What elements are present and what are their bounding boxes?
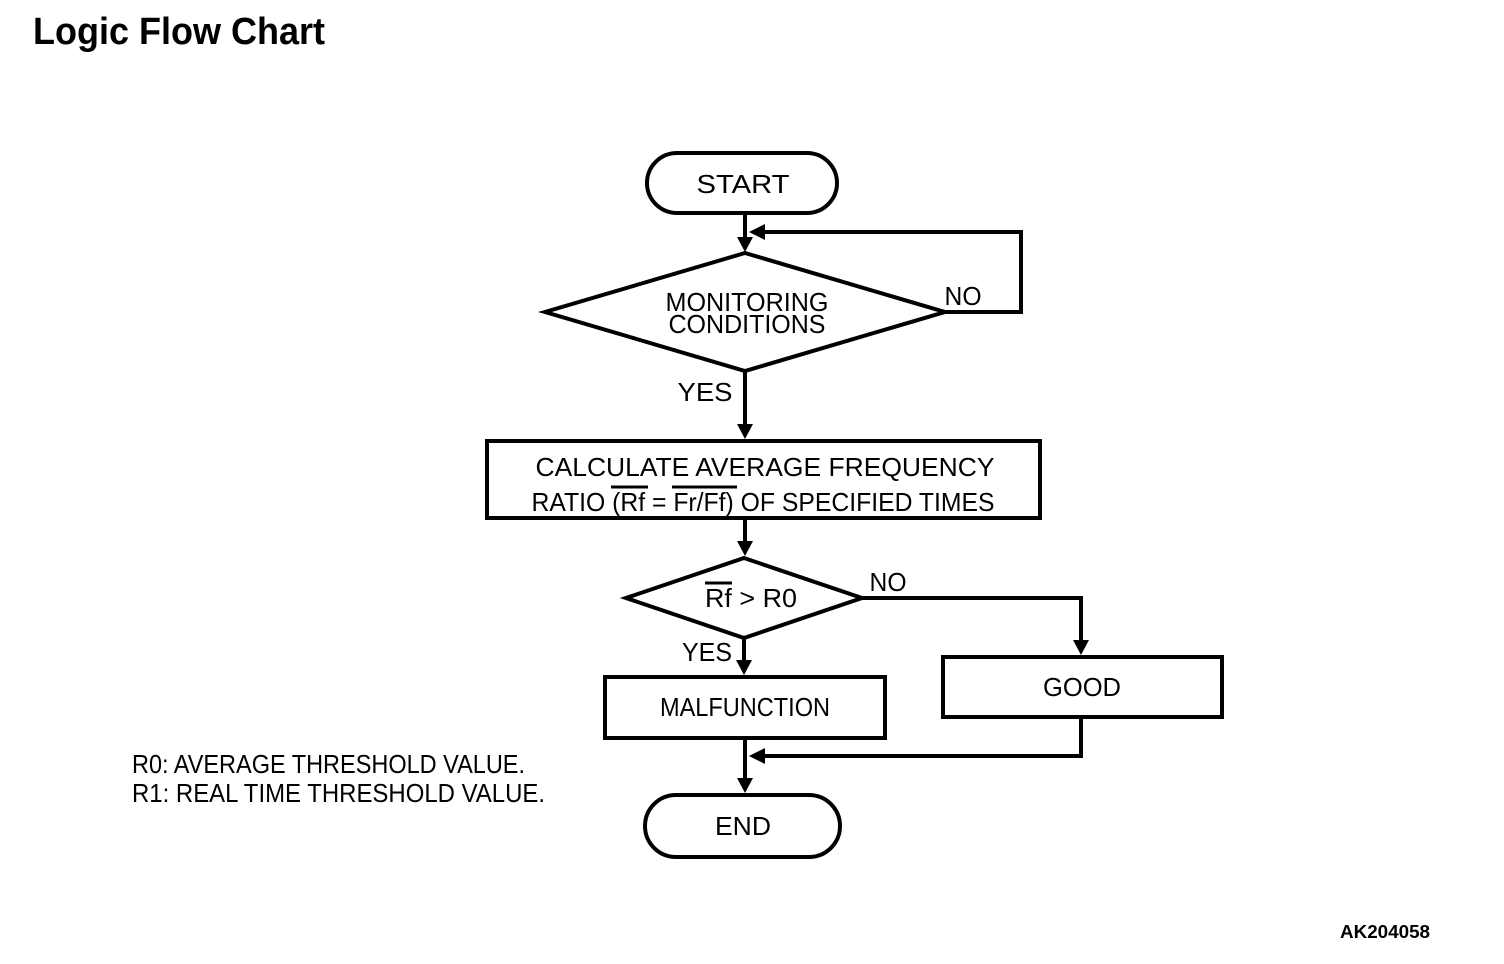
arrowhead-loop-left bbox=[749, 224, 765, 240]
malfunction-result-shape bbox=[603, 675, 887, 740]
figure-code: AK204058 bbox=[1340, 922, 1430, 942]
monitoring-yes-label: YES bbox=[678, 377, 733, 407]
connector-good-to-merge bbox=[763, 717, 1083, 758]
start-node-shape bbox=[645, 151, 839, 215]
monitoring-no-label: NO bbox=[945, 281, 982, 311]
threshold-decision-label: Rf > R0 bbox=[705, 583, 797, 613]
calculate-process-line2: RATIO (Rf = Fr/Ff) OF SPECIFIED TIMES bbox=[532, 487, 995, 517]
malfunction-result-label: MALFUNCTION bbox=[660, 692, 830, 722]
arrowhead-merge-left bbox=[749, 748, 765, 764]
connector-decision1-no-loop bbox=[763, 230, 1023, 314]
monitoring-decision-shape bbox=[537, 250, 953, 374]
start-node-label: START bbox=[697, 169, 790, 199]
connector-decision2-no bbox=[862, 596, 1083, 642]
arrowhead-into-end bbox=[737, 778, 753, 793]
arrowhead-into-process bbox=[737, 424, 753, 439]
end-node-label: END bbox=[715, 811, 771, 841]
threshold-no-label: NO bbox=[870, 567, 907, 597]
arrowhead-into-good bbox=[1073, 640, 1089, 655]
end-node-shape bbox=[643, 793, 842, 859]
monitoring-decision-line2: CONDITIONS bbox=[669, 309, 826, 339]
note-r1: R1: REAL TIME THRESHOLD VALUE. bbox=[132, 778, 545, 808]
calculate-process-shape bbox=[485, 439, 1042, 520]
note-r0: R0: AVERAGE THRESHOLD VALUE. bbox=[132, 749, 525, 779]
page-title: Logic Flow Chart bbox=[33, 11, 325, 53]
calculate-process-line1: CALCULATE AVERAGE FREQUENCY bbox=[536, 452, 995, 482]
arrowhead-into-decision1 bbox=[737, 237, 753, 252]
arrowhead-into-malfunction bbox=[736, 660, 752, 675]
arrowhead-into-decision2 bbox=[737, 541, 753, 556]
monitoring-decision-line1: MONITORING bbox=[666, 287, 829, 317]
threshold-decision-shape bbox=[619, 555, 869, 641]
threshold-yes-label: YES bbox=[682, 637, 732, 667]
good-result-shape bbox=[941, 655, 1224, 719]
good-result-label: GOOD bbox=[1043, 672, 1121, 702]
